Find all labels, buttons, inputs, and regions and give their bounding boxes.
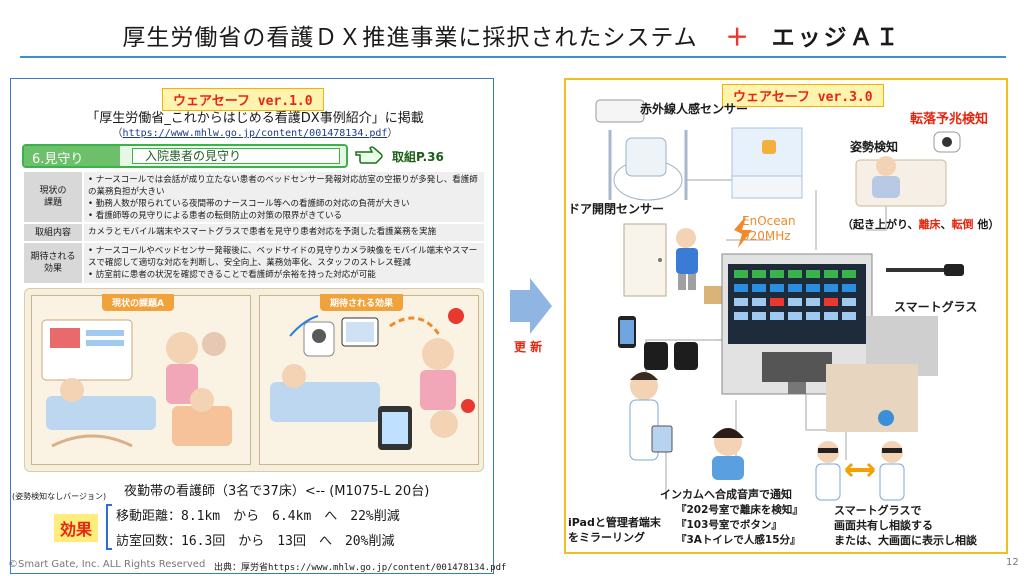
title-main: 厚生労働省の看護ＤＸ推進事業に採択されたシステム [122,25,698,51]
smartglass-label: スマートグラス [894,300,978,314]
hospital-scene-b [270,308,475,450]
ipad-mirroring-label-1: iPadと管理者端末 [568,516,661,529]
row-content-expected: • ナースコールやベッドセンサー発報後に、ベッドサイドの見守りカメラ映像をモバイ… [84,243,484,283]
panel-a-tab: 現状の課題A [102,294,174,311]
version-tag-right: ウェアセーフ ver.3.0 [722,84,884,107]
effect-visits: 訪室回数：16.3回 から 13回 へ 20%削減 [116,534,395,549]
night-shift-line: 夜勤帯の看護師（3名で37床）<-- (M1075-L 20台) [124,484,430,499]
slide-title: 厚生労働省の看護ＤＸ推進事業に採択されたシステム ＋ エッジＡＩ [0,18,1024,52]
section-bar: 6.見守り 入院患者の見守り [22,144,348,168]
pir-sensor-device [595,99,645,123]
plus-sign: ＋ [725,25,750,51]
update-label: 更 新 [514,340,543,354]
update-arrow-icon [510,278,552,334]
copyright: ©Smart Gate, Inc. ALL Rights Reserved [8,559,206,570]
frequency-label: 920MHz [742,229,791,243]
mhlw-link[interactable]: https://www.mhlw.go.jp/content/001478134… [122,128,388,139]
notify-message-3: 『3Aトイレで人感15分』 [676,534,801,546]
row-content-actions: カメラとモバイル端末やスマートグラスで患者を見守り患者対応を予測した看護業務を実… [84,224,484,241]
effect-bracket [106,504,112,550]
pointing-hand-icon [355,146,383,164]
left-subtitle: 「厚生労働省_これからはじめる看護DX事例紹介」に掲載 [86,111,424,126]
title-edge-ai: エッジＡＩ [771,25,902,51]
section-label: 入院患者の見守り [132,148,340,164]
fall-sign-detection-label: 転落予兆検知 [910,112,989,127]
section-number: 6.見守り [24,146,120,167]
illustration-page-b: 期待される効果 [259,294,479,465]
page-number: 12 [1006,557,1019,568]
enocean-label: EnOcean [742,214,796,228]
posture-detection-label: 姿勢検知 [850,140,899,154]
hospital-scene-a [41,319,232,448]
no-posture-version-note: (姿勢検知なしバージョン) [12,492,107,501]
source-citation: 出典：厚労省https://www.mhlw.go.jp/content/001… [214,563,507,573]
row-content-issues: • ナースコールでは会話が成り立たない患者のベッドセンサー発報対応訪室の空振りが… [84,172,484,222]
left-link-line: （https://www.mhlw.go.jp/content/00147813… [112,128,398,139]
incom-notify-label: インカムへ合成音声で通知 [660,488,792,501]
ipad-mirroring-label-2: をミラーリング [568,531,645,544]
row-label-actions: 取組内容 [24,224,82,241]
case-illustration: 現状の課題A 期待される効果 [24,288,484,472]
row-label-issues: 現状の 課題 [24,172,82,222]
screen-share-label-1: スマートグラスで [834,504,922,517]
notify-message-2: 『103号室でボタン』 [676,519,782,531]
effect-distance: 移動距離：8.1km から 6.4km へ 22%削減 [116,509,400,524]
title-underline [20,56,1006,58]
system-diagram [595,99,964,501]
reference-page: 取組P.36 [392,150,444,164]
screen-share-label-3: または、大画面に表示し相談 [834,534,977,547]
version-tag-left: ウェアセーフ ver.1.0 [162,88,324,111]
panel-b-tab: 期待される効果 [320,294,404,311]
row-label-expected: 期待される 効果 [24,243,82,283]
notify-message-1: 『202号室で離床を検知』 [676,504,803,516]
screen-share-label-2: 画面共有し相談する [834,519,933,532]
pir-sensor-label: 赤外線人感センサー [640,102,749,116]
door-sensor-label: ドア開閉センサー [568,202,665,216]
getup-detection-label: （起き上がり、離床、転倒 他） [842,218,1000,231]
effect-badge: 効果 [54,514,99,542]
illustration-page-a: 現状の課題A [31,294,251,465]
